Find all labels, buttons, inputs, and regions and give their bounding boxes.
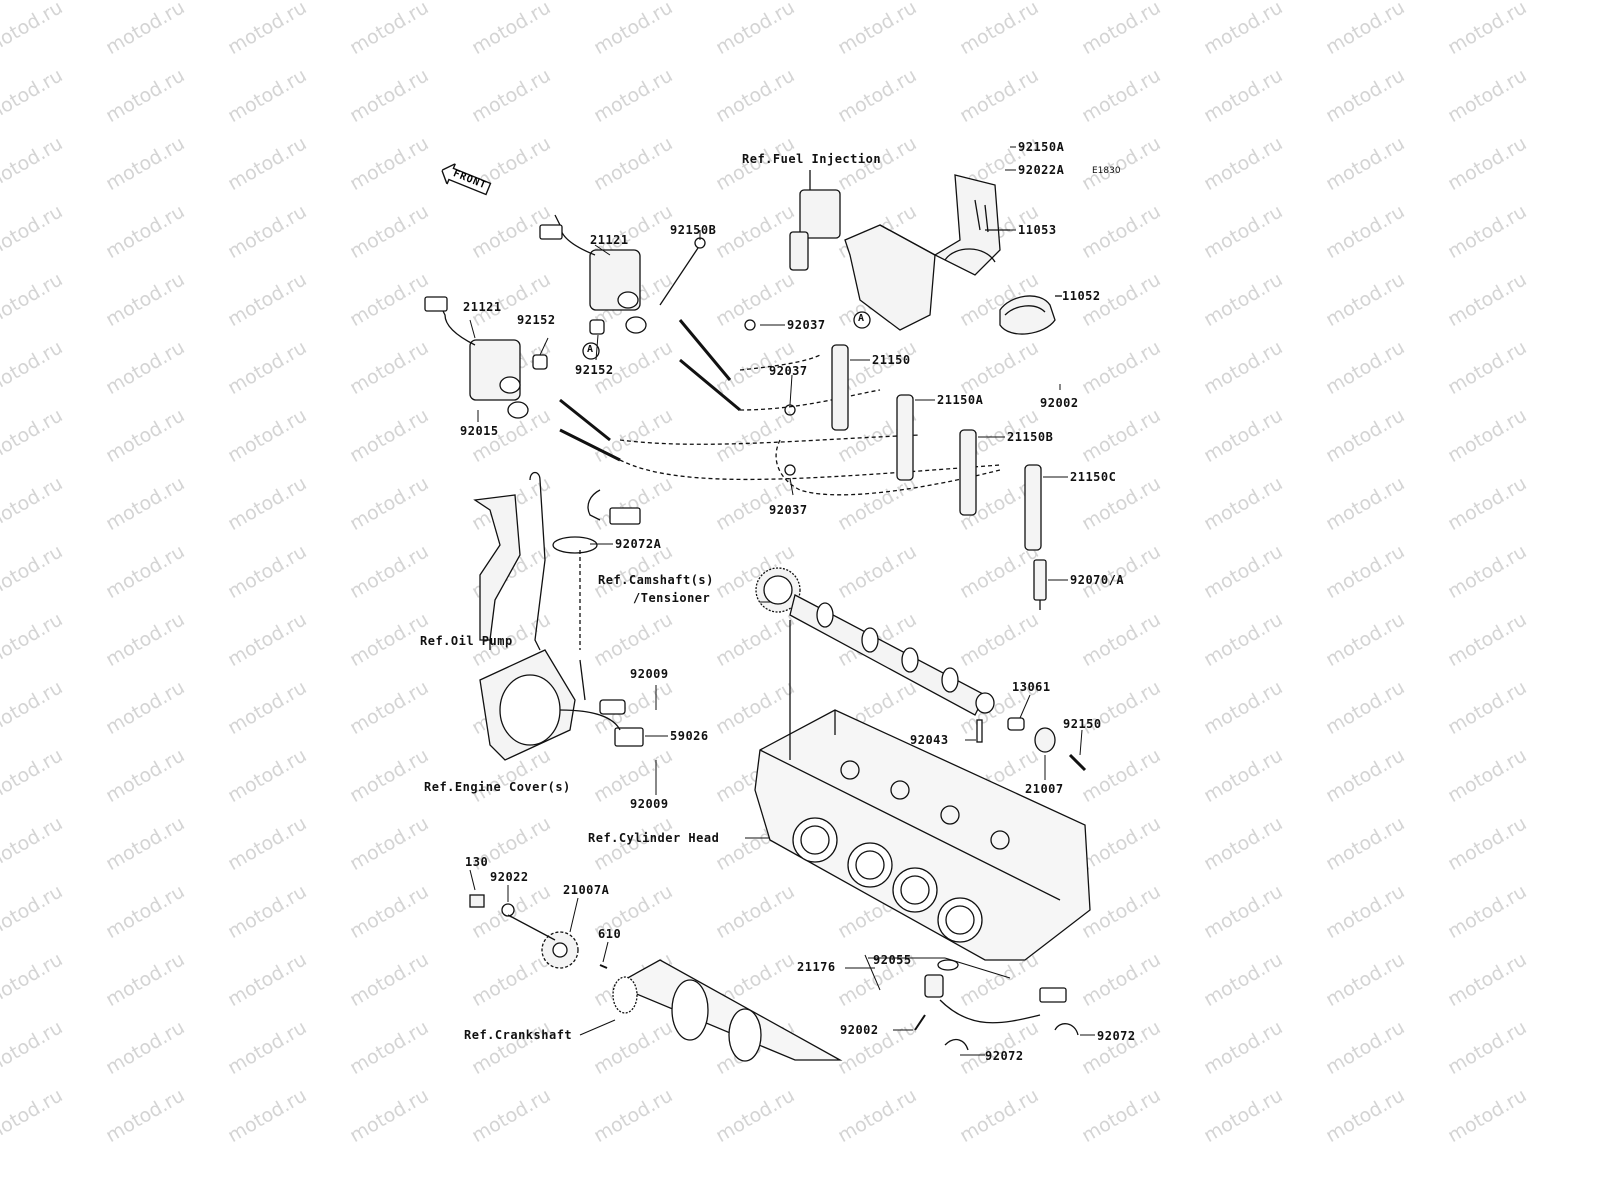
ref-engine-cover: Ref.Engine Cover(s) [424,780,571,794]
callout-a-left: A [587,344,594,355]
crank-sensor [914,959,1079,1051]
camshaft [755,567,995,716]
bolt-92150B [659,237,706,306]
part-21121-upper: 21121 [590,233,629,247]
part-21007A: 21007A [563,883,610,897]
part-21150: 21150 [872,353,911,367]
part-92072-right: 92072 [1097,1029,1136,1043]
crank-rotor-assembly [469,894,608,969]
clamp-11052 [999,295,1062,335]
part-21150C: 21150C [1070,470,1117,484]
part-92022: 92022 [490,870,529,884]
pin-92043 [976,719,983,743]
part-92043: 92043 [910,733,949,747]
part-130: 130 [465,855,489,869]
bolt-92150 [1068,753,1087,772]
part-92072-left: 92072 [985,1049,1024,1063]
part-92152-right: 92152 [575,363,614,377]
part-21176: 21176 [797,960,836,974]
callout-circle-a-right [853,311,871,329]
diagram-code: E1830 [1092,166,1121,176]
arrow-left-icon [441,162,492,196]
part-11053: 11053 [1018,223,1057,237]
ref-fuel-injection: Ref.Fuel Injection [742,152,882,166]
part-11052: 11052 [1062,289,1101,303]
part-21150A: 21150A [937,393,984,407]
spark-plug [1033,559,1047,610]
part-21121-lower: 21121 [463,300,502,314]
part-92002-bottom: 92002 [840,1023,879,1037]
part-92037-bottom: 92037 [769,503,808,517]
bracket-11053 [844,174,1010,331]
ignition-coil-upper [539,214,647,334]
part-21007: 21007 [1025,782,1064,796]
part-92055: 92055 [873,953,912,967]
callout-circle-a-left [582,342,600,360]
ref-camshaft-line1: Ref.Camshaft(s) [598,573,714,587]
fuel-injection-module [789,170,841,271]
part-13061: 13061 [1012,680,1051,694]
part-92150B: 92150B [670,223,717,237]
part-59026: 59026 [670,729,709,743]
part-610: 610 [598,927,622,941]
part-92009-lower: 92009 [630,797,669,811]
part-92037-top: 92037 [787,318,826,332]
part-92015: 92015 [460,424,499,438]
plug-cables [559,319,1001,496]
sensor-lead [552,489,641,650]
part-92070A: 92070/A [1070,573,1125,587]
ref-oil-pump: Ref.Oil Pump [420,634,513,648]
oil-pump-bracket [473,471,546,651]
plug-13061 [1007,717,1025,731]
part-92009-upper: 92009 [630,667,669,681]
part-92037-middle: 92037 [769,364,808,378]
part-92150A: 92150A [1018,140,1065,154]
engine-cover-pickup [479,649,644,761]
ignition-coil-lower [424,296,529,419]
ref-cylinder-head: Ref.Cylinder Head [588,831,720,845]
part-92150: 92150 [1063,717,1102,731]
ref-camshaft-line2: /Tensioner [633,591,711,605]
part-92022A: 92022A [1018,163,1065,177]
part-92002-top: 92002 [1040,396,1079,410]
ref-crankshaft: Ref.Crankshaft [464,1028,573,1042]
part-21150B: 21150B [1007,430,1054,444]
crankshaft [612,959,843,1062]
cylinder-head [754,620,1091,961]
rotor-21007 [1034,727,1056,753]
part-92072A: 92072A [615,537,662,551]
front-direction-arrow: FRONT [438,160,494,200]
callout-a-right: A [858,313,865,324]
plug-caps [831,344,1042,551]
part-92152-left: 92152 [517,313,556,327]
clamps-92037 [744,319,796,476]
leader-lines [469,146,1095,1056]
